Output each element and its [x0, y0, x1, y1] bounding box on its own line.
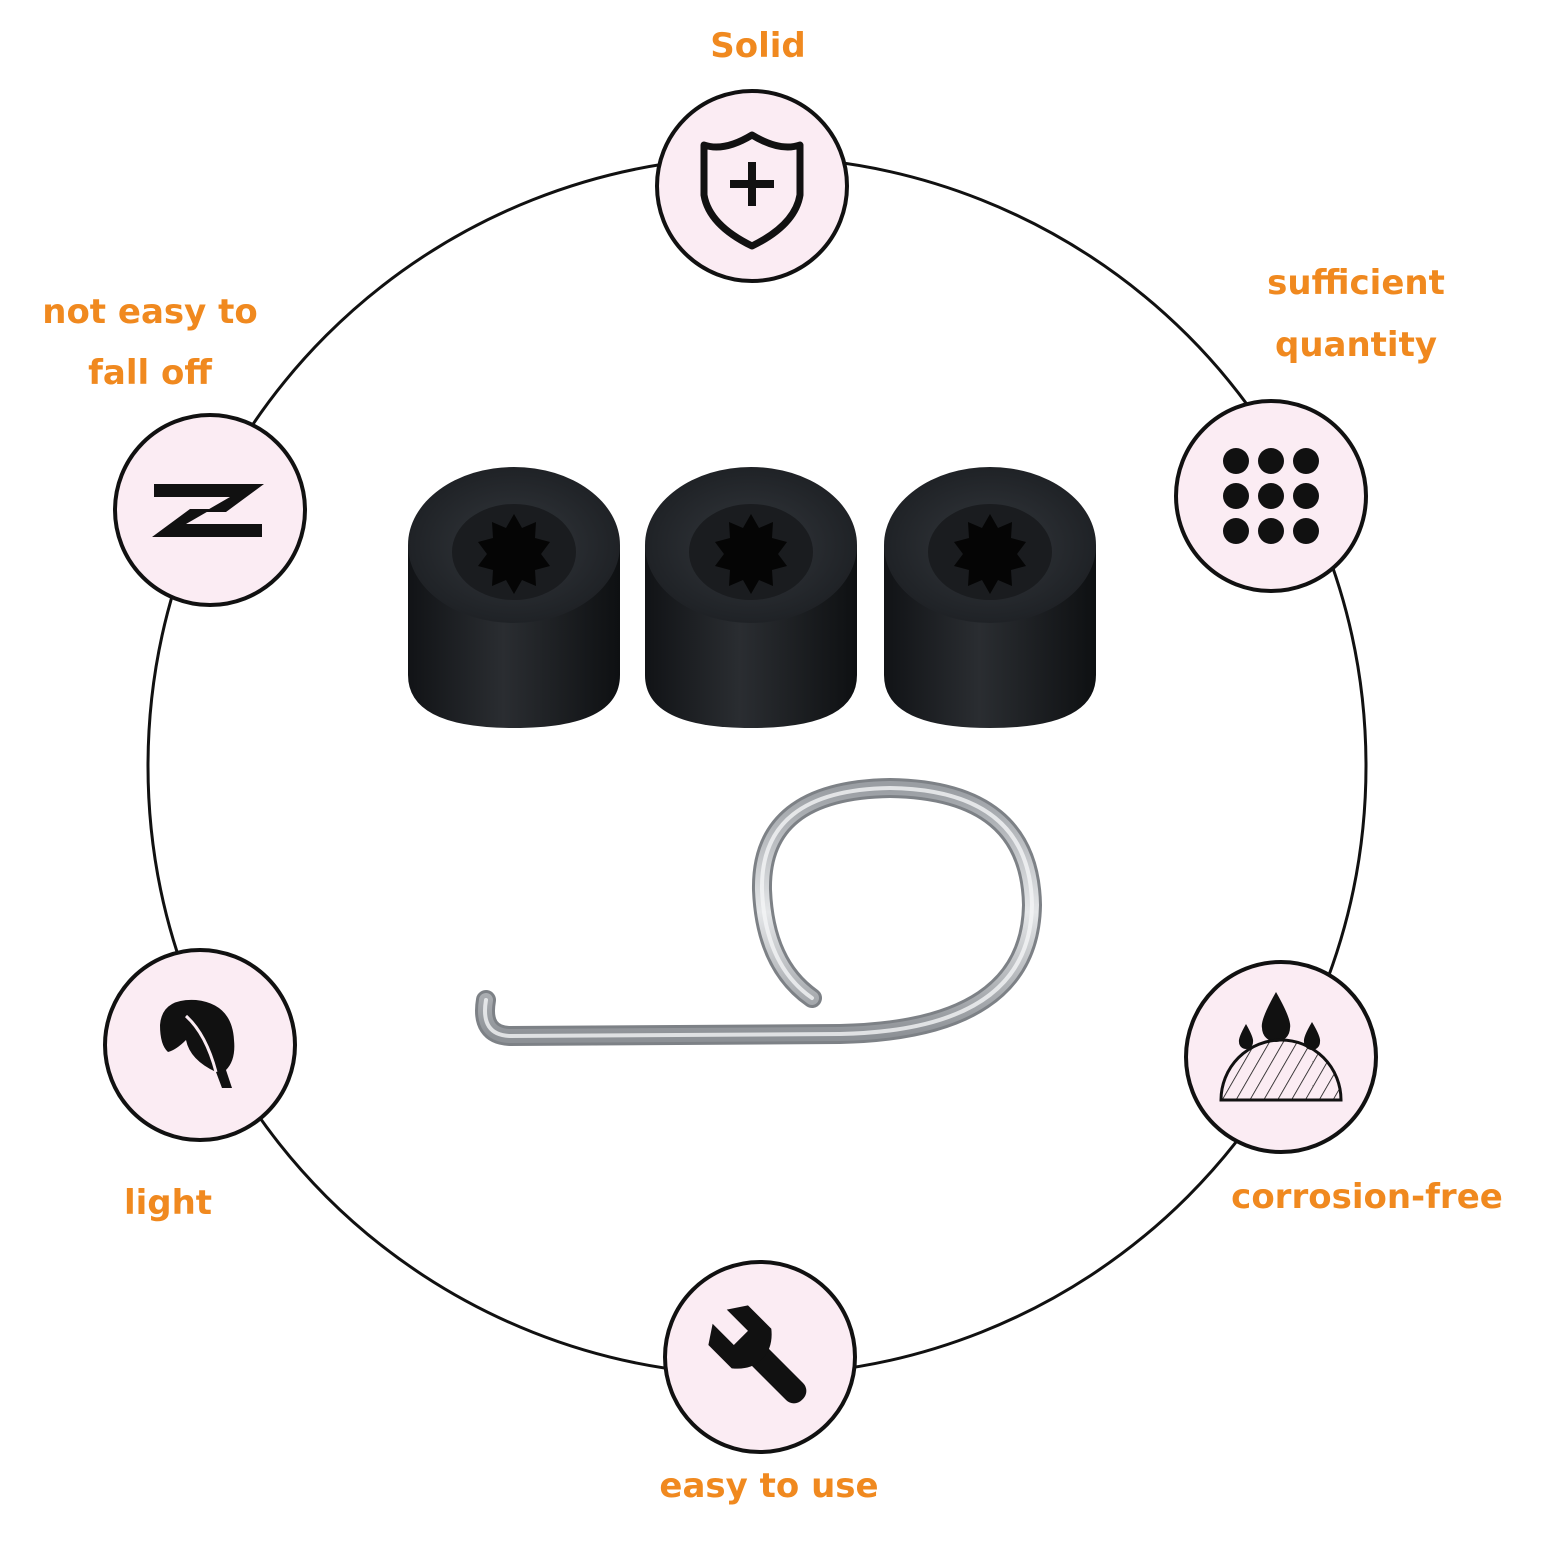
dots-grid-icon — [1223, 448, 1319, 544]
wrench-icon — [708, 1305, 807, 1404]
water-drops-icon — [1219, 992, 1343, 1102]
feature-label: not easy to — [42, 292, 258, 332]
feature-easy-to-use: easy to use — [659, 1260, 879, 1506]
feature-label: sufficient — [1267, 263, 1445, 303]
feature-label: Solid — [710, 26, 806, 66]
svg-text:Solid: Solid — [710, 26, 806, 66]
feature-label: corrosion-free — [1231, 1177, 1503, 1217]
feature-label: quantity — [1275, 325, 1437, 365]
bolt-cap-2 — [645, 467, 857, 728]
feature-label: light — [124, 1183, 212, 1223]
feature-solid: Solid — [655, 26, 849, 283]
feature-not-easy-to-fall-off: not easy to fall off — [42, 292, 307, 607]
feature-label: easy to use — [659, 1466, 878, 1506]
svg-text:easy to use: easy to use — [659, 1466, 878, 1506]
shield-plus-icon — [700, 131, 804, 250]
svg-text:corrosion-free: corrosion-free — [1231, 1177, 1503, 1217]
leaf-icon — [160, 999, 235, 1088]
interlock-icon — [152, 484, 264, 537]
product-illustration — [408, 467, 1096, 1047]
svg-text:sufficient: sufficient — [1267, 263, 1445, 303]
torx-socket — [478, 514, 550, 594]
svg-text:not easy to: not easy to — [42, 292, 258, 332]
feature-sufficient-quantity: sufficient quantity — [1174, 263, 1445, 593]
bolt-cap-3 — [884, 467, 1096, 728]
torx-socket — [715, 514, 787, 594]
torx-socket — [954, 514, 1026, 594]
svg-text:quantity: quantity — [1275, 325, 1437, 365]
bolt-cap-1 — [408, 467, 620, 728]
svg-text:fall off: fall off — [88, 353, 212, 393]
removal-hook-tool — [475, 777, 1043, 1047]
feature-label: fall off — [88, 353, 212, 393]
svg-text:light: light — [124, 1183, 212, 1223]
feature-corrosion-free: corrosion-free — [1184, 960, 1503, 1217]
feature-light: light — [103, 948, 297, 1223]
feature-ring — [146, 155, 1368, 1377]
